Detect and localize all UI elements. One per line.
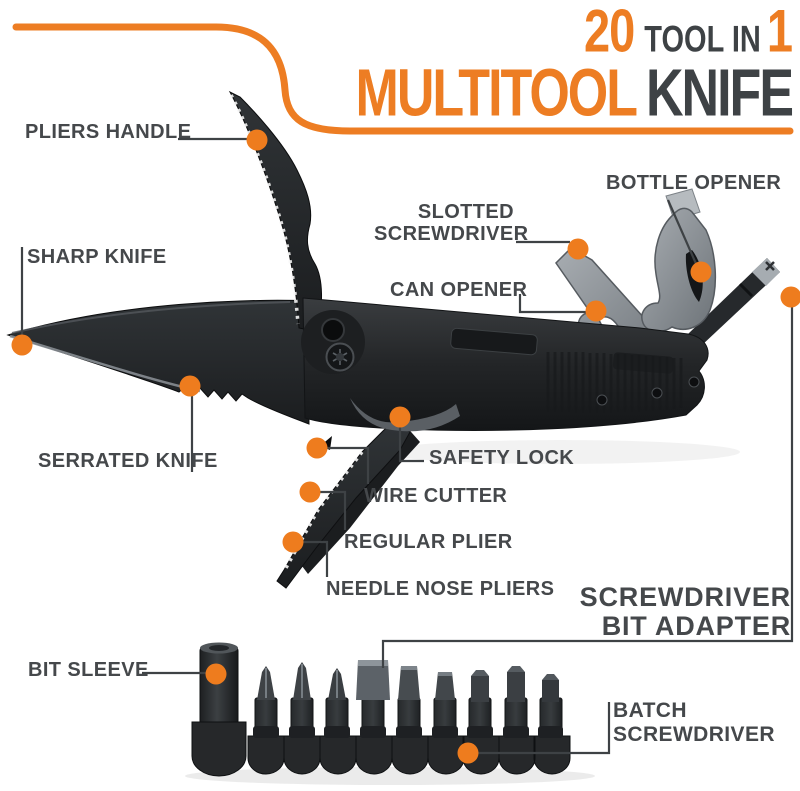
pliers-handle-lever (228, 90, 323, 333)
handle-clip (450, 327, 538, 356)
knife-handle (301, 297, 709, 432)
tool-shadow (380, 440, 740, 464)
bit-holder-strip (247, 726, 571, 775)
callout-line-batch-screwdriver (477, 702, 611, 755)
callout-dot-bit-sleeve (205, 663, 227, 685)
label-serrated-knife: SERRATED KNIFE (38, 450, 218, 472)
callout-line-regular-plier (317, 490, 347, 530)
hex-bit (542, 674, 559, 702)
phillips-screwdriver-tool (688, 258, 780, 346)
headline-one: 1 (766, 0, 793, 65)
phillips-bit (328, 668, 346, 700)
label-bit-sleeve: BIT SLEEVE (28, 659, 149, 681)
callout-dot-safety-lock (389, 406, 411, 428)
slotted-bit (398, 666, 420, 700)
label-batch-screwdriver: BATCH SCREWDRIVER (613, 699, 775, 746)
callout-line-safety-lock (398, 423, 424, 463)
bit-set-shadow (185, 767, 595, 785)
headline-count: 20 (584, 0, 635, 65)
headline-knife: KNIFE (646, 56, 794, 131)
grip-texture (546, 352, 683, 413)
lanyard-hole (688, 376, 700, 388)
callout-dot-regular-plier (299, 481, 321, 503)
label-needle-nose-pliers: NEEDLE NOSE PLIERS (326, 578, 555, 600)
callout-dot-slotted-screwdriver (567, 238, 589, 260)
handle-slide (612, 352, 674, 374)
callout-line-needle-nose-pliers (300, 540, 329, 577)
callout-line-wire-cutter (323, 446, 370, 484)
lever-serrations (229, 94, 300, 325)
callout-dot-screwdriver-bit-adapter (780, 286, 800, 308)
hex-bit (507, 666, 525, 702)
label-pliers-handle: PLIERS HANDLE (25, 121, 192, 143)
label-regular-plier: REGULAR PLIER (344, 531, 513, 553)
callout-dot-bottle-opener (690, 261, 712, 283)
pivot-pin (321, 318, 345, 342)
label-slotted-screwdriver: SLOTTED SCREWDRIVER (374, 201, 529, 246)
callout-dot-needle-nose-pliers (282, 531, 304, 553)
screwdriver-bit-set (185, 642, 595, 785)
plier-teeth (284, 450, 364, 569)
callout-line-can-opener (518, 294, 587, 314)
phillips-bit (293, 662, 311, 700)
callout-line-screwdriver-bit-adapter (381, 305, 794, 668)
callout-dot-wire-cutter (306, 437, 328, 459)
label-wire-cutter: WIRE CUTTER (364, 485, 508, 507)
callout-dot-batch-screwdriver (457, 742, 479, 764)
orange-swoosh-line (12, 23, 794, 135)
label-sharp-knife: SHARP KNIFE (27, 246, 167, 268)
headline-tool-in: TOOL IN (644, 19, 761, 61)
callout-line-bottle-opener (666, 199, 699, 267)
safety-lock-bar (350, 398, 460, 432)
phillips-bit (257, 666, 275, 700)
label-screwdriver-bit-adapter: SCREWDRIVER BIT ADAPTER (579, 582, 791, 642)
label-safety-lock: SAFETY LOCK (429, 447, 575, 469)
pliers-jaws (276, 421, 420, 589)
handle-rivet (651, 387, 663, 399)
label-bottle-opener: BOTTLE OPENER (606, 172, 782, 194)
callout-dot-serrated-knife (179, 375, 201, 397)
slotted-bit (435, 672, 455, 700)
callout-dot-pliers-handle (246, 129, 268, 151)
slotted-bit-large (356, 660, 390, 700)
hex-bit (471, 670, 489, 702)
label-can-opener: CAN OPENER (390, 279, 528, 301)
callout-dot-can-opener (585, 300, 607, 322)
handle-rivet (596, 394, 608, 406)
headline-multitool: MULTITOOL (355, 56, 638, 131)
callout-dot-sharp-knife (11, 334, 33, 356)
